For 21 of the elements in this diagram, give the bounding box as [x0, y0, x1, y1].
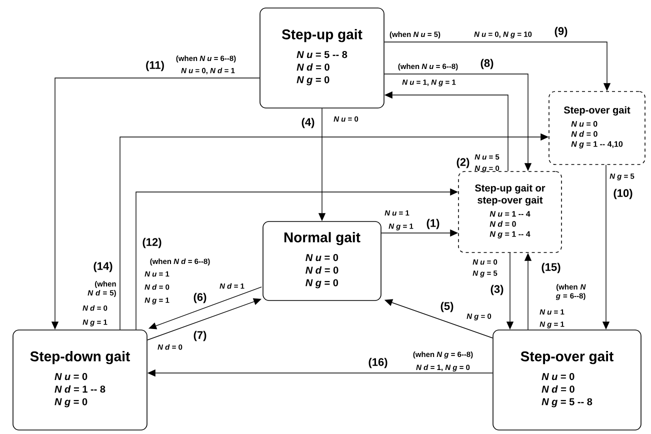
edge-label: (12): [142, 238, 162, 248]
edge-label: (16): [368, 358, 388, 368]
edge-label: (7): [194, 330, 206, 342]
state-box: Normal gait N u = 0 N d = 0 N g = 0: [262, 221, 382, 301]
state-box: Step-over gait N u = 0 N d = 0 N g = 5 -- 8: [492, 330, 642, 430]
edge-label: (4): [302, 118, 314, 128]
edge-label: (9): [554, 26, 568, 38]
state-box: Step-over gait N u = 0 N d = 0 N g = 1 -- 4,10: [548, 91, 646, 165]
edge-label: (8): [480, 58, 494, 70]
edge-label: (10): [614, 188, 632, 200]
state-box: Step-up gait or step-over gait N u = 1 -- 4 N d = 0 N g = 1 -- 4: [458, 171, 562, 253]
edge-label: (2): [456, 158, 470, 168]
edge-label: (11): [146, 60, 164, 72]
state-box: Step-up gait N u = 5 -- 8 N d = 0 N g = 0: [260, 8, 384, 108]
state-box: Step-down gait N u = 0 N d = 1 -- 8 N g = 0: [12, 330, 148, 430]
edge-label: (5): [440, 302, 454, 312]
edge-label: (1): [426, 218, 440, 230]
edge-label: (3): [490, 284, 504, 296]
edge-label: (6): [194, 292, 206, 304]
edge-label: (14): [94, 262, 112, 272]
edge-label: (15): [542, 262, 560, 274]
